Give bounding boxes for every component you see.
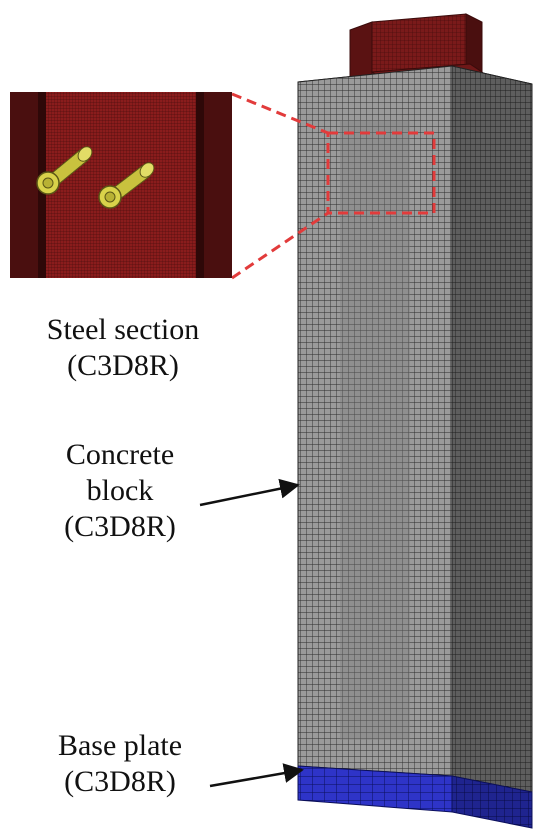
concrete-side-face — [451, 65, 533, 793]
base-plate-label: Base plate (C3D8R) — [30, 728, 210, 800]
zoom-inset-icon — [10, 92, 232, 278]
concrete-block-label-line2: block — [86, 474, 154, 507]
zoom-region-marker — [326, 131, 436, 215]
arrow-icon — [199, 478, 300, 507]
base-plate — [297, 765, 533, 829]
concrete-block-label-line1: Concrete — [65, 438, 175, 471]
steel-section-label-line1: Steel section — [46, 313, 200, 346]
steel-section-label-line2: (C3D8R) — [67, 349, 179, 382]
arrow-icon — [209, 763, 304, 788]
steel-section-label: Steel section (C3D8R) — [8, 312, 238, 384]
shear-stud-1 — [36, 146, 93, 195]
base-plate-label-line2: (C3D8R) — [64, 765, 176, 798]
concrete-block-label: Concrete block (C3D8R) — [30, 437, 210, 545]
shear-stud-2 — [98, 162, 155, 209]
zoom-connector-top — [231, 92, 329, 135]
base-plate-label-line1: Base plate — [57, 729, 183, 762]
concrete-block-label-line3: (C3D8R) — [64, 510, 176, 543]
concrete-dense-mesh — [340, 120, 410, 740]
zoom-connector-bottom — [231, 211, 329, 280]
